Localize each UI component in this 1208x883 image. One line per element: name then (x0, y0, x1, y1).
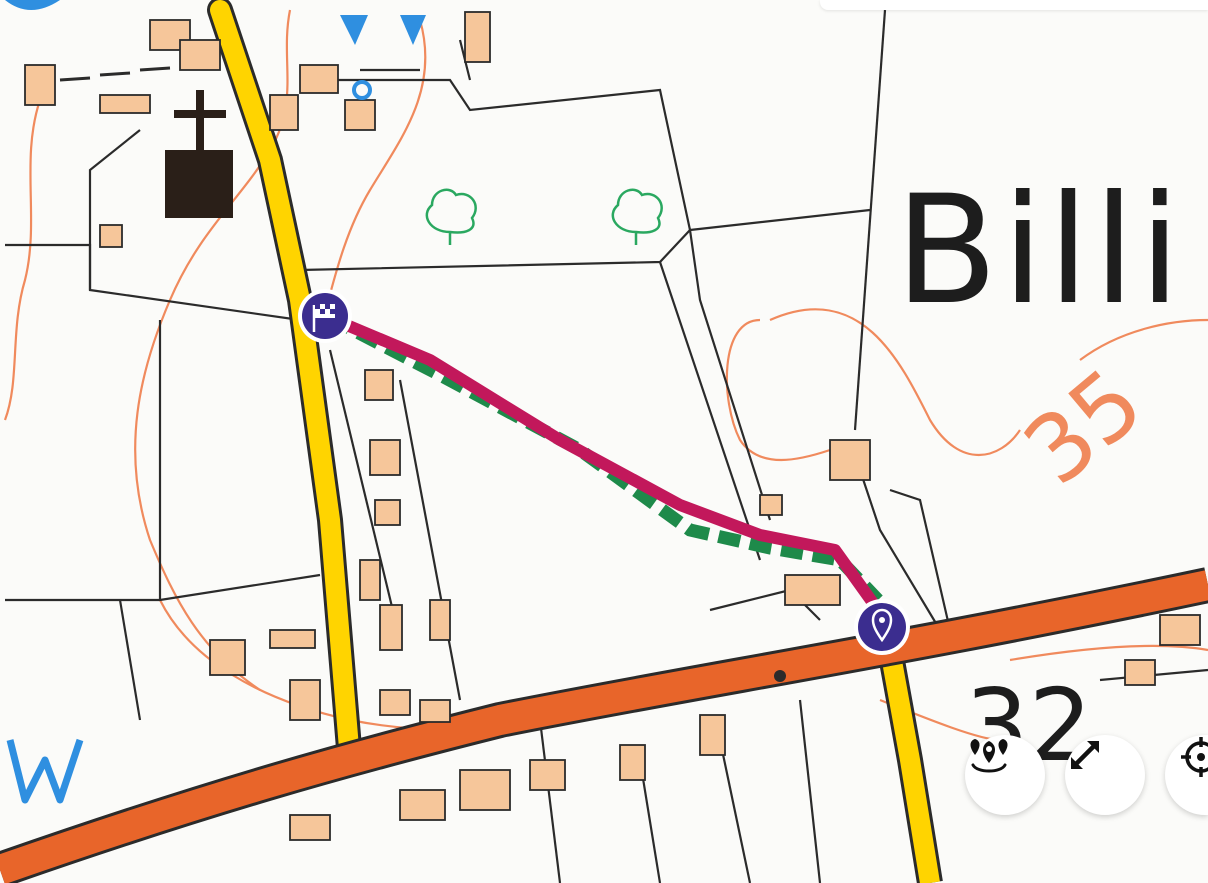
church-symbol (165, 90, 233, 218)
woodland-symbols (425, 188, 663, 245)
route-pins-button[interactable] (965, 735, 1045, 815)
route-pins-icon (970, 739, 1008, 773)
checkered-flag-icon (312, 304, 335, 332)
location-pin-icon (871, 608, 893, 643)
place-label: Billi (895, 164, 1185, 338)
finish-marker[interactable] (298, 289, 352, 343)
start-marker[interactable] (854, 599, 910, 655)
footpath-dashes (327, 312, 883, 605)
search-panel-edge (820, 0, 1208, 10)
tree-icon (611, 188, 663, 245)
dashed-path (59, 66, 171, 82)
fullscreen-button[interactable] (1065, 735, 1145, 815)
crosshair-icon (1181, 737, 1208, 777)
buildings (24, 11, 1201, 841)
route-line (324, 312, 884, 616)
water-symbols (5, 0, 426, 804)
main-road (0, 567, 1208, 883)
tree-icon (425, 188, 477, 245)
contour-label-35: 35 (1004, 348, 1162, 505)
locate-button[interactable] (1165, 735, 1208, 815)
expand-arrows-icon (1071, 741, 1099, 769)
minor-road (207, 0, 943, 883)
field-boundaries (5, 9, 1208, 883)
